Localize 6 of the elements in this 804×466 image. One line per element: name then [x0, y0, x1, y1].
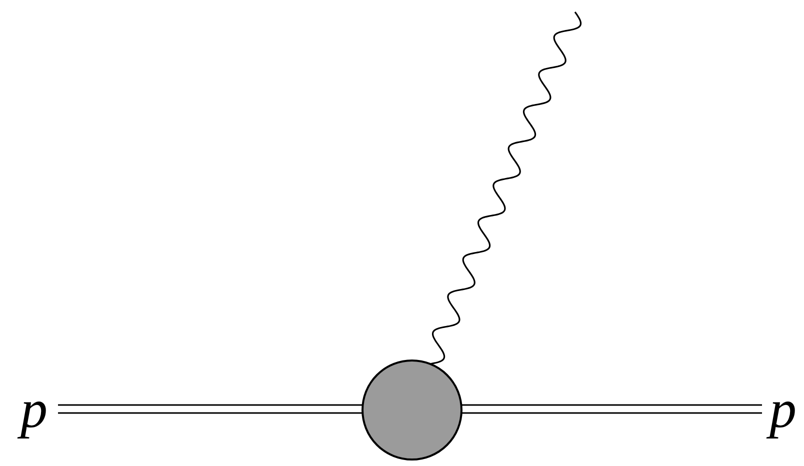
vertex-blob	[361, 359, 463, 461]
particle-label: p	[10, 380, 58, 438]
double-line	[58, 404, 362, 414]
double-line	[462, 404, 762, 414]
particle-label: p	[762, 380, 804, 438]
wavy-line	[430, 12, 582, 365]
